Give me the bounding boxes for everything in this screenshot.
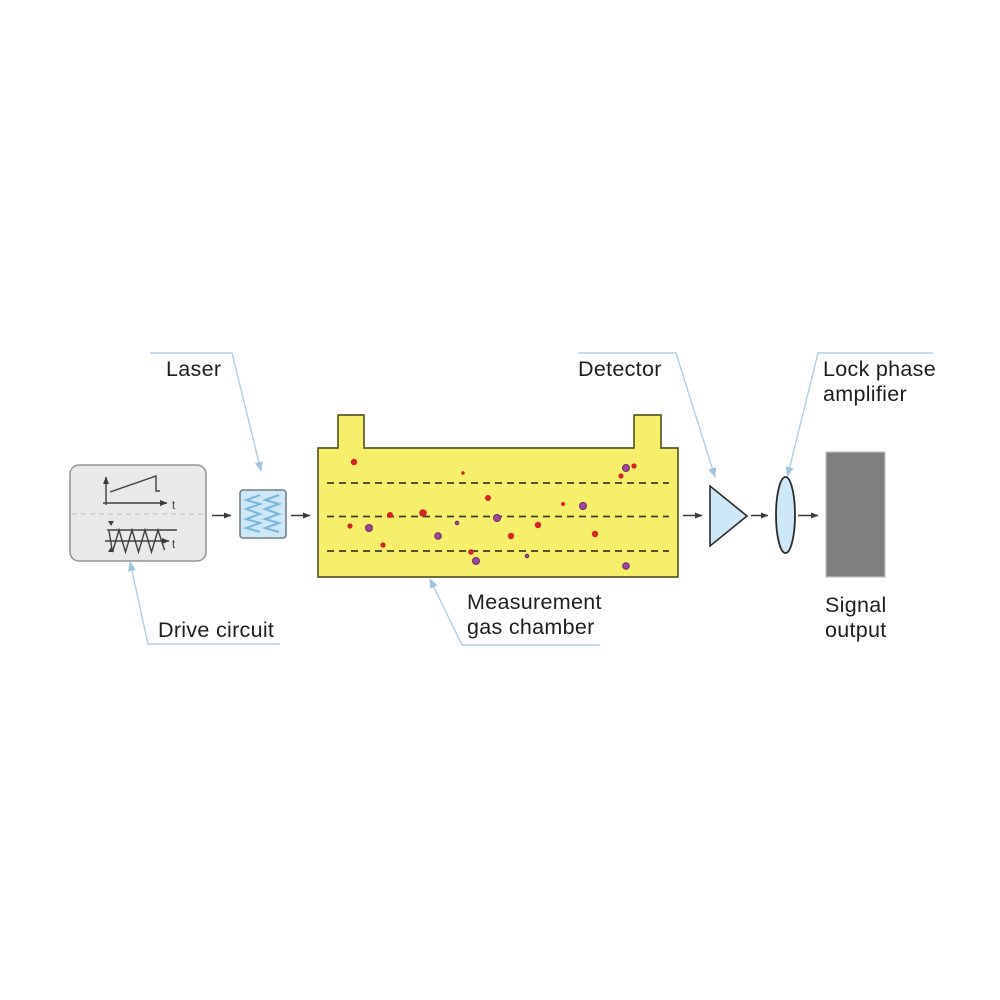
- gas-dot-red: [631, 463, 637, 469]
- drive-circuit-body: [69, 464, 207, 562]
- signal-output-label-line1: Signal: [825, 593, 887, 617]
- leader-laser: [150, 352, 263, 472]
- laser-zigzag-icon: [242, 494, 283, 533]
- gas-dot-red: [419, 509, 427, 517]
- detector-label: Detector: [578, 357, 662, 381]
- ramp-waveform-icon: [103, 475, 168, 506]
- gas-dot-red: [461, 471, 465, 475]
- signal-output-block: [825, 451, 886, 578]
- drive-circuit-label: Drive circuit: [158, 618, 275, 642]
- gas-dot-red: [507, 532, 515, 540]
- lock-phase-amplifier-label: Lock phase amplifier: [823, 357, 936, 407]
- gas-dot-purple: [472, 557, 480, 565]
- triangle-waveform-icon: [105, 527, 177, 555]
- gas-dots: [347, 458, 637, 570]
- gas-dot-purple: [579, 502, 587, 510]
- gas-dot-red: [618, 473, 624, 479]
- amplitude-lower-marker: [108, 547, 114, 552]
- gas-chamber-label: Measurement gas chamber: [467, 590, 602, 640]
- t-axis-label-bottom: t: [172, 539, 176, 551]
- gas-dot-purple: [622, 562, 630, 570]
- lock-phase-amplifier-label-line2: amplifier: [823, 382, 907, 406]
- lock-phase-amplifier-label-line1: Lock phase: [823, 357, 936, 381]
- gas-chamber: [317, 414, 679, 578]
- gas-dot-red: [347, 523, 353, 529]
- gas-dot-red: [561, 502, 565, 506]
- gas-dot-red: [485, 495, 491, 501]
- gas-dot-purple: [524, 553, 530, 559]
- lock-phase-amplifier-lens-icon: [775, 476, 796, 554]
- gas-dot-purple: [454, 520, 460, 526]
- gas-dot-red: [350, 458, 358, 466]
- gas-dot-red: [380, 542, 386, 548]
- drive-circuit-box: t t: [69, 464, 207, 562]
- gas-dot-red: [534, 521, 542, 529]
- gas-chamber-body: [317, 414, 679, 578]
- amplitude-upper-marker: [108, 521, 114, 526]
- gas-dot-red: [387, 512, 393, 518]
- laser-box: [239, 489, 287, 539]
- leader-lock-phase: [785, 352, 933, 477]
- laser-label: Laser: [166, 357, 222, 381]
- gas-chamber-label-line1: Measurement: [467, 590, 602, 614]
- gas-dot-red: [468, 549, 474, 555]
- leader-drive-circuit: [128, 561, 280, 645]
- detector-icon: [709, 484, 749, 548]
- leader-detector: [578, 352, 717, 478]
- signal-output-label: Signal output: [825, 593, 887, 643]
- signal-output-label-line2: output: [825, 618, 887, 642]
- gas-dot-purple: [434, 532, 442, 540]
- gas-dot-red: [591, 530, 599, 538]
- t-axis-label-top: t: [172, 500, 176, 512]
- gas-chamber-label-line2: gas chamber: [467, 615, 595, 639]
- leader-lines: [128, 352, 933, 646]
- gas-dot-purple: [365, 524, 373, 532]
- leader-gas-chamber: [429, 578, 600, 646]
- gas-dot-purple: [622, 464, 630, 472]
- gas-dot-purple: [493, 514, 501, 522]
